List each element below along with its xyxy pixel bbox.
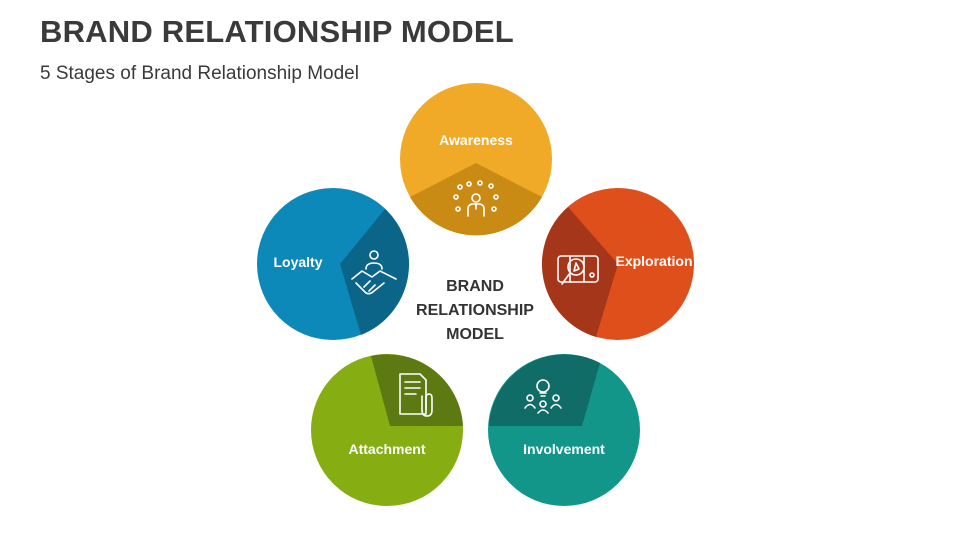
stage-loyalty: Loyalty [257, 188, 409, 340]
audience-person-icon [453, 180, 499, 217]
stage-wedge-involvement [489, 354, 600, 426]
stage-label-awareness: Awareness [439, 132, 513, 148]
stage-label-loyalty: Loyalty [273, 254, 322, 270]
stage-exploration: Exploration [541, 188, 694, 340]
stage-wedge-exploration [541, 207, 618, 337]
page-subtitle: 5 Stages of Brand Relationship Model [40, 63, 359, 84]
center-line-1: BRAND [446, 278, 504, 295]
stage-involvement: Involvement [488, 354, 640, 506]
document-clip-icon [399, 373, 433, 417]
idea-team-icon [524, 379, 562, 414]
stage-wedge-attachment [371, 354, 463, 426]
stage-label-exploration: Exploration [615, 253, 692, 269]
magnifier-map-icon [557, 255, 599, 285]
center-label: BRAND RELATIONSHIP MODEL [416, 278, 534, 343]
handshake-icon [351, 250, 397, 295]
center-line-3: MODEL [446, 326, 504, 343]
center-line-2: RELATIONSHIP [416, 302, 534, 319]
stage-wedge-loyalty [340, 209, 409, 335]
stage-wedge-awareness [410, 163, 542, 236]
page-title: BRAND RELATIONSHIP MODEL [40, 14, 514, 49]
stage-attachment: Attachment [311, 354, 463, 506]
stage-label-involvement: Involvement [523, 441, 605, 457]
stage-awareness: Awareness [400, 83, 552, 236]
stage-label-attachment: Attachment [348, 441, 425, 457]
